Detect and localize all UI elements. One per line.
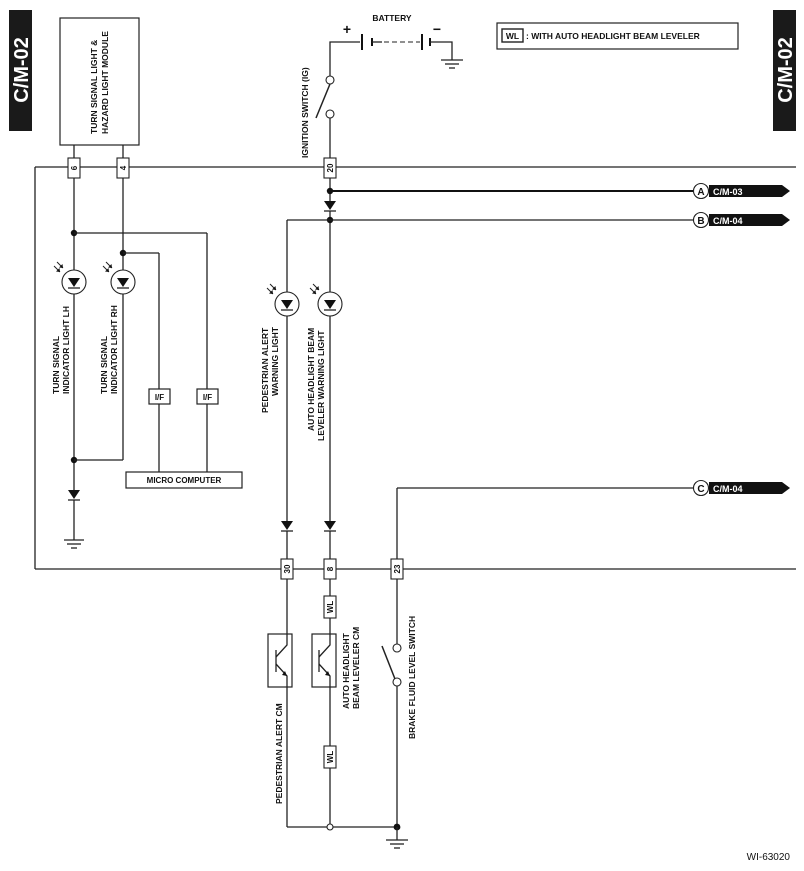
brake-switch-label: BRAKE FLUID LEVEL SWITCH (407, 616, 417, 739)
pin-20: 20 (323, 157, 337, 179)
connector-b: B C/M-04 (692, 211, 790, 229)
lamp-lh-label-line2: INDICATOR LIGHT LH (61, 306, 71, 394)
lamp-lh (53, 261, 87, 295)
side-tab-left-text: C/M-02 (11, 37, 33, 103)
battery-plus: + (343, 21, 351, 37)
lamp-rh-label-line2: INDICATOR LIGHT RH (109, 305, 119, 394)
pin-23: 23 (390, 558, 404, 580)
side-tab-right: C/M-02 (773, 10, 797, 131)
pin-23-label: 23 (393, 564, 402, 573)
connector-b-ref: C/M-04 (713, 216, 743, 226)
battery-minus: − (433, 21, 441, 37)
battery: BATTERY + − (329, 13, 463, 69)
lamp-pedestrian (266, 283, 300, 317)
connector-a-letter: A (697, 187, 704, 198)
interface-1-label: I/F (155, 393, 164, 402)
interface-1: I/F (148, 388, 171, 405)
wl-tag-upper: WL (323, 595, 337, 619)
beam-cm-label-line1: AUTO HEADLIGHT (341, 632, 351, 709)
wl-tag-upper-label: WL (326, 601, 335, 614)
lower-circuit: WL WL (267, 579, 417, 849)
beam-cm-label-line2: BEAM LEVELER CM (351, 627, 361, 709)
legend-text: : WITH AUTO HEADLIGHT BEAM LEVELER (526, 31, 700, 41)
pin-6: 6 (67, 145, 81, 179)
wl-tag-lower-label: WL (326, 751, 335, 764)
side-tab-right-text: C/M-02 (775, 37, 797, 103)
ignition-switch-label: IGNITION SWITCH (IG) (300, 67, 310, 158)
connector-c: C C/M-04 (396, 479, 790, 559)
lamp-beam-leveler (309, 283, 343, 317)
beam-leveler-cm (311, 633, 337, 688)
turn-signal-module: TURN SIGNAL LIGHT & HAZARD LIGHT MODULE (59, 17, 140, 146)
legend-box: WL : WITH AUTO HEADLIGHT BEAM LEVELER (496, 22, 739, 50)
module-label-line2: HAZARD LIGHT MODULE (100, 31, 110, 134)
module-boundary (34, 166, 796, 570)
figure-id: WI-63020 (747, 852, 791, 863)
module-label-line1: TURN SIGNAL LIGHT & (89, 40, 99, 134)
brake-fluid-level-switch (381, 579, 402, 827)
pedestrian-alert-cm (267, 633, 293, 688)
center-circuit: PEDESTRIAN ALERT WARNING LIGHT AUTO HEAD… (260, 178, 694, 559)
wl-tag-lower: WL (323, 745, 337, 769)
connector-c-letter: C (697, 484, 704, 495)
lamp-lh-label-line1: TURN SIGNAL (51, 336, 61, 394)
micro-computer-label: MICRO COMPUTER (147, 476, 222, 485)
side-tab-left: C/M-02 (9, 10, 33, 131)
legend-badge: WL (506, 31, 519, 41)
micro-computer: MICRO COMPUTER (125, 471, 243, 489)
lamp-beam-label-line1: AUTO HEADLIGHT BEAM (306, 328, 316, 431)
connector-c-ref: C/M-04 (713, 484, 743, 494)
pin-8-label: 8 (326, 566, 335, 571)
pin-30: 30 (280, 558, 294, 580)
interface-2: I/F (196, 388, 219, 405)
lamp-beam-label-line2: LEVELER WARNING LIGHT (316, 330, 326, 441)
lamp-ped-label-line1: PEDESTRIAN ALERT (260, 327, 270, 413)
pin-30-label: 30 (283, 564, 292, 573)
pin-4: 4 (116, 145, 130, 179)
pin-6-label: 6 (70, 165, 79, 170)
connector-a-ref: C/M-03 (713, 187, 743, 197)
connector-a: A C/M-03 (692, 182, 790, 200)
connector-b-letter: B (697, 216, 704, 227)
lamp-rh-label-line1: TURN SIGNAL (99, 336, 109, 394)
interface-2-label: I/F (203, 393, 212, 402)
pin-20-label: 20 (326, 163, 335, 172)
lamp-rh (102, 261, 136, 295)
battery-label: BATTERY (372, 13, 412, 23)
turn-signal-circuit: TURN SIGNAL INDICATOR LIGHT LH TURN SIGN… (51, 178, 208, 549)
ignition-switch: IGNITION SWITCH (IG) (300, 58, 335, 158)
pin-8: 8 (323, 558, 337, 580)
pin-4-label: 4 (119, 165, 128, 170)
ped-cm-label: PEDESTRIAN ALERT CM (274, 703, 284, 804)
lamp-ped-label-line2: WARNING LIGHT (270, 326, 280, 396)
